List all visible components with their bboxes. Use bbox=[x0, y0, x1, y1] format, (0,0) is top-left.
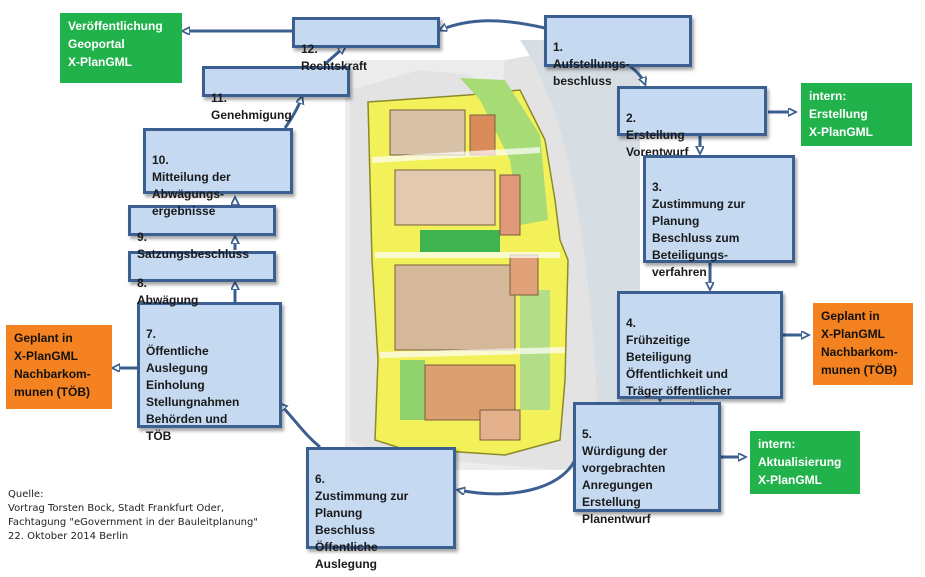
step-number: 4. bbox=[626, 316, 637, 330]
step-4-fruehzeitige-beteiligung: 4. Frühzeitige Beteiligung Öffentlichkei… bbox=[617, 291, 783, 415]
step-text: Zustimmung zur Planung Beschluss zum Bet… bbox=[652, 197, 746, 279]
step-number: 10. bbox=[152, 153, 169, 167]
step-12-rechtskraft: 12. Rechtskraft bbox=[292, 17, 440, 73]
step-11-genehmigung: 11. Genehmigung bbox=[202, 66, 350, 122]
step-number: 1. bbox=[553, 40, 564, 54]
step-5-wuerdigung: 5. Würdigung der vorgebrachten Anregunge… bbox=[573, 402, 721, 526]
step-text: Aufstellungs- beschluss bbox=[553, 57, 630, 88]
step-number: 3. bbox=[652, 180, 663, 194]
step-text: Mitteilung der Abwägungs- ergebnisse bbox=[152, 170, 231, 218]
note-veroeffentlichung-geoportal: Veröffentlichung Geoportal X-PlanGML bbox=[60, 13, 182, 83]
note-geplant-nachbarkommunen-right: Geplant in X-PlanGML Nachbarkom- munen (… bbox=[813, 303, 913, 385]
step-10-mitteilung: 10. Mitteilung der Abwägungs- ergebnisse bbox=[143, 128, 293, 218]
step-2-vorentwurf: 2. Erstellung Vorentwurf bbox=[617, 86, 767, 159]
step-number: 2. bbox=[626, 111, 637, 125]
source-citation: Quelle: Vortrag Torsten Bock, Stadt Fran… bbox=[8, 489, 258, 542]
step-number: 9. bbox=[137, 230, 148, 244]
note-intern-aktualisierung: intern: Aktualisierung X-PlanGML bbox=[750, 431, 860, 494]
step-text: Satzungsbeschluss bbox=[137, 247, 250, 261]
site-plan-map bbox=[345, 40, 640, 470]
step-text: Zustimmung zur Planung Beschluss Öffentl… bbox=[315, 489, 409, 571]
step-9-satzungsbeschluss: 9. Satzungsbeschluss bbox=[128, 205, 276, 261]
note-intern-erstellung: intern: Erstellung X-PlanGML bbox=[801, 83, 912, 146]
step-number: 11. bbox=[211, 91, 228, 105]
step-1-aufstellungsbeschluss: 1. Aufstellungs- beschluss bbox=[544, 15, 692, 88]
step-number: 6. bbox=[315, 472, 326, 486]
step-text: Würdigung der vorgebrachten Anregungen E… bbox=[582, 444, 668, 526]
step-text: Öffentliche Auslegung Einholung Stellung… bbox=[146, 344, 240, 443]
step-6-zustimmung-auslegung: 6. Zustimmung zur Planung Beschluss Öffe… bbox=[306, 447, 456, 571]
step-number: 8. bbox=[137, 276, 148, 290]
step-3-zustimmung-planung: 3. Zustimmung zur Planung Beschluss zum … bbox=[643, 155, 795, 279]
step-text: Rechtskraft bbox=[301, 59, 368, 73]
step-number: 5. bbox=[582, 427, 593, 441]
flow-arrows bbox=[113, 19, 808, 496]
step-number: 7. bbox=[146, 327, 157, 341]
step-8-abwaegung: 8. Abwägung bbox=[128, 251, 276, 307]
step-text: Abwägung bbox=[137, 293, 199, 307]
step-7-oeffentliche-auslegung: 7. Öffentliche Auslegung Einholung Stell… bbox=[137, 302, 282, 443]
step-text: Genehmigung bbox=[211, 108, 292, 122]
note-geplant-nachbarkommunen-left: Geplant in X-PlanGML Nachbarkom- munen (… bbox=[6, 325, 112, 409]
step-number: 12. bbox=[301, 42, 318, 56]
